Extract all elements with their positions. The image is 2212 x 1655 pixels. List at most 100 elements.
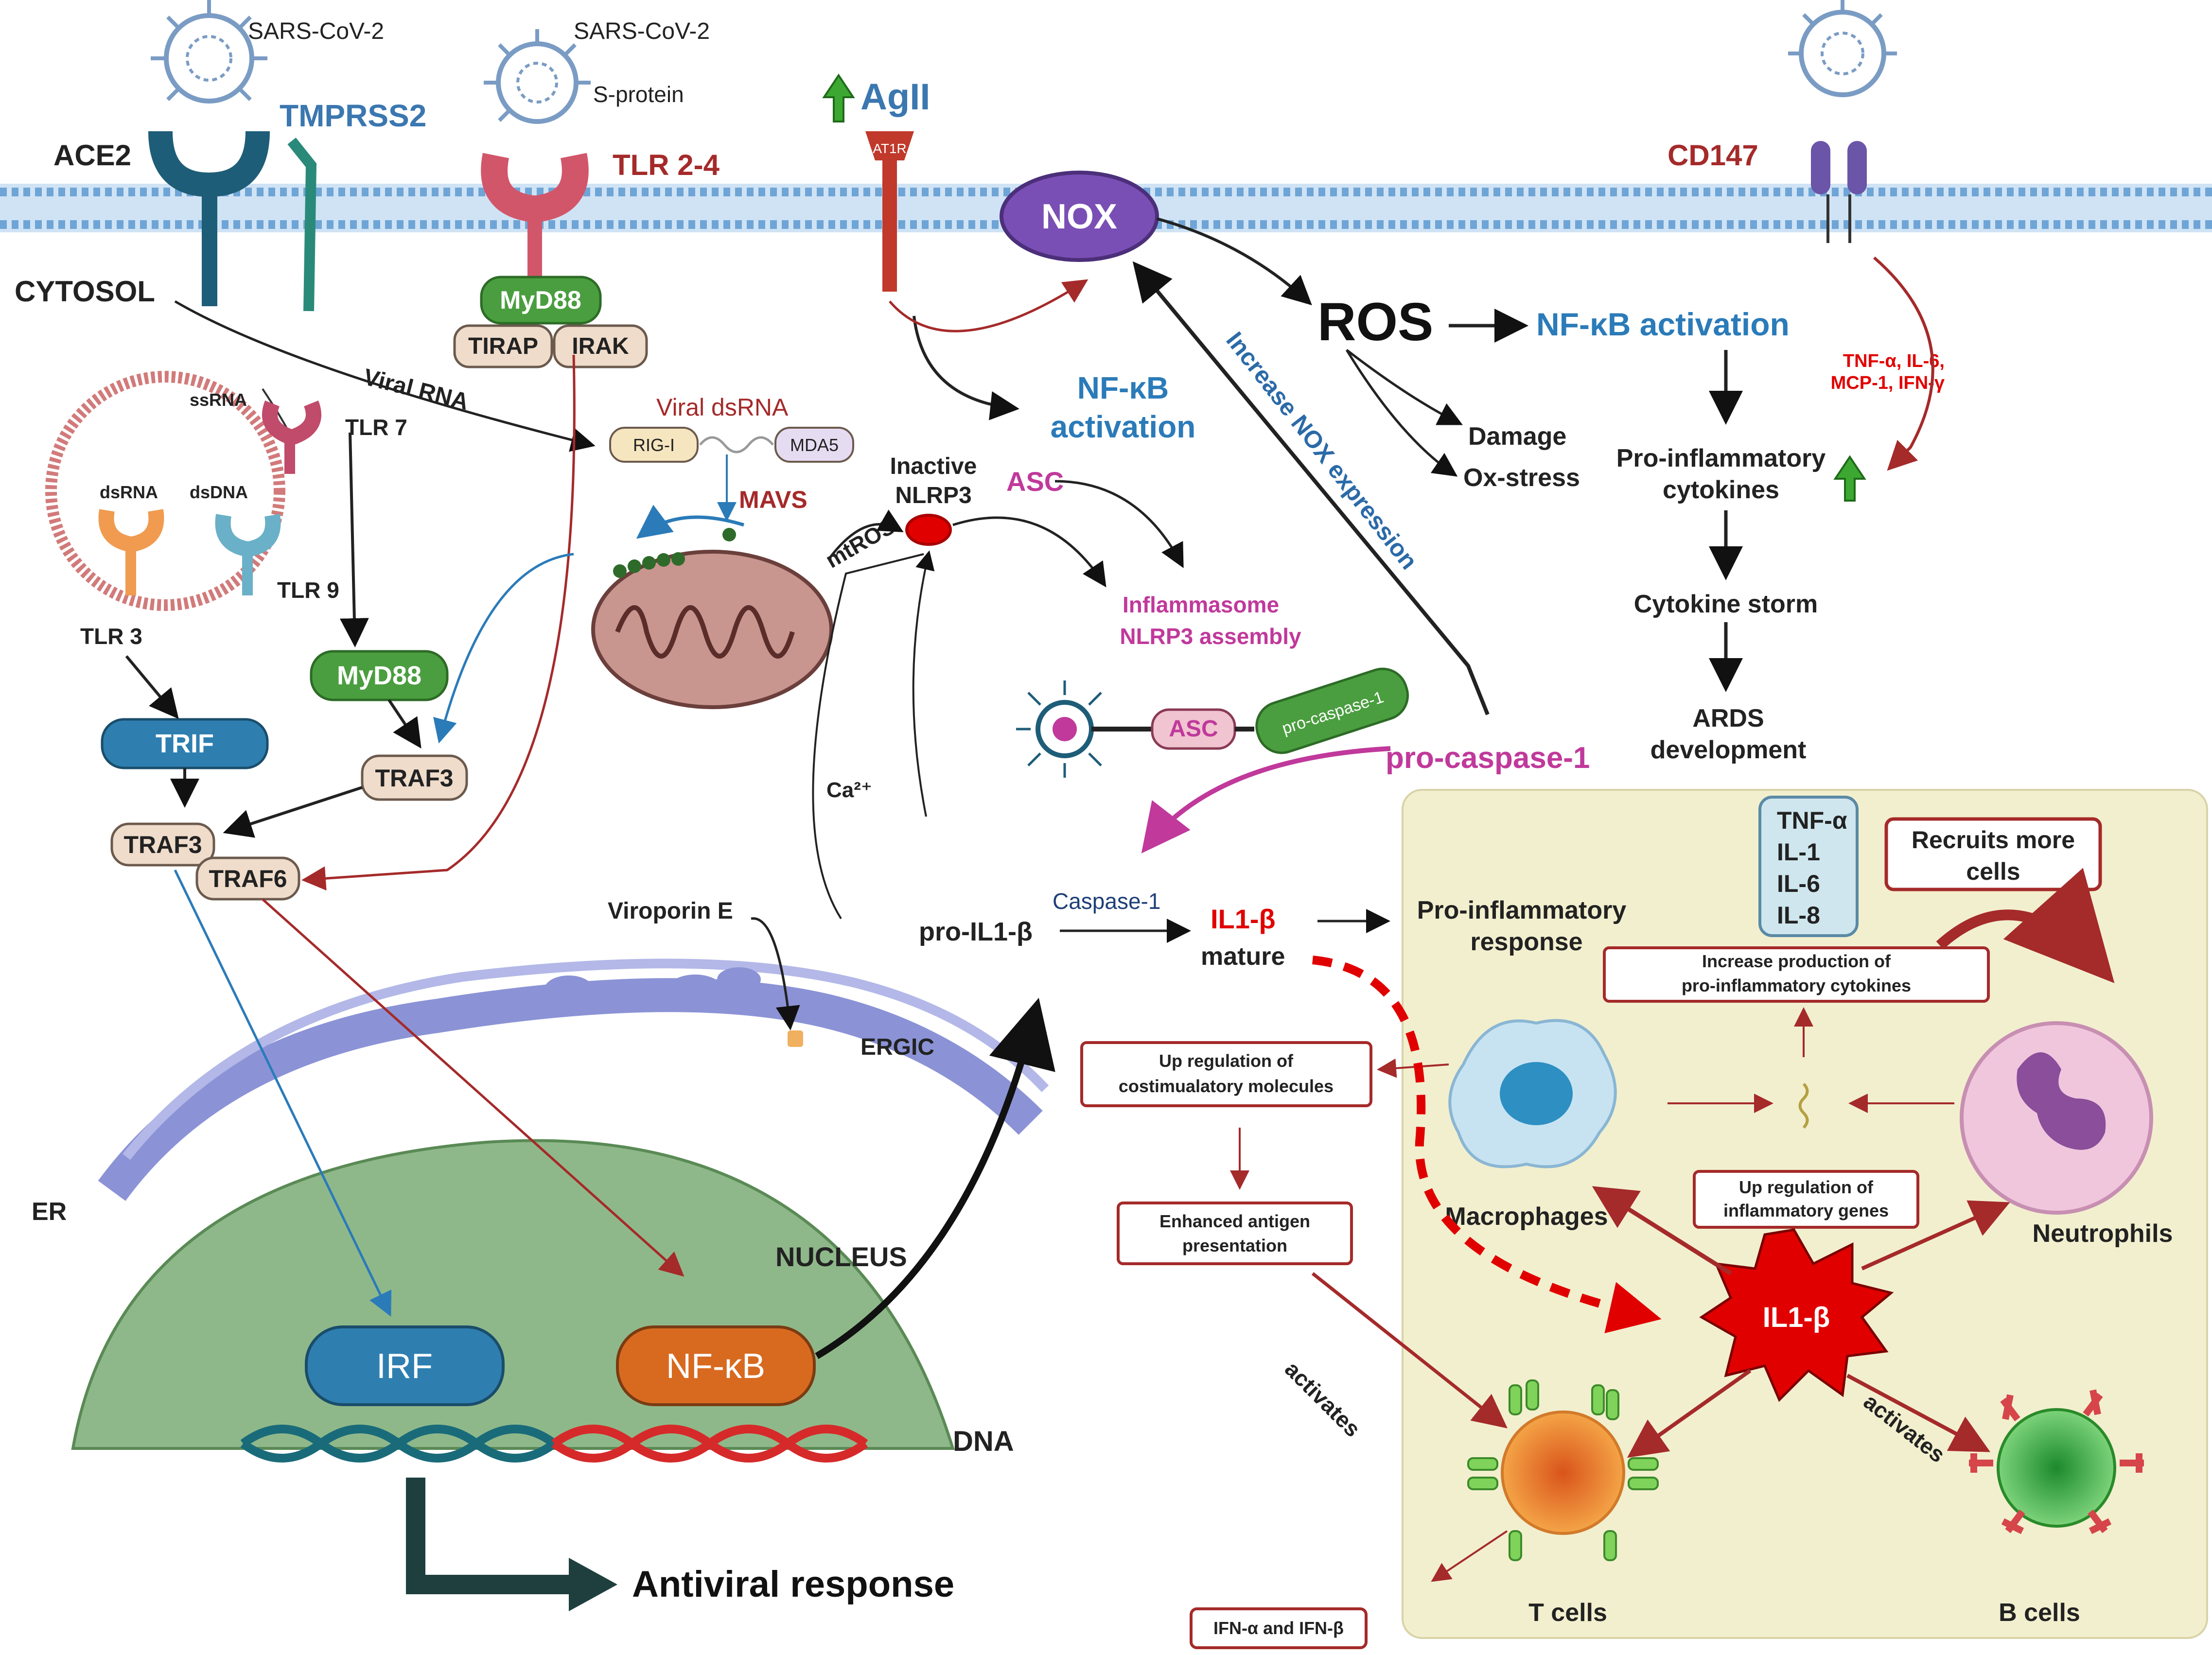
myd88-box (310, 650, 449, 701)
endoplasmic-reticulum (98, 958, 1049, 1201)
nfkb-activation-label: activation (1051, 409, 1196, 444)
myd88-box (480, 276, 602, 325)
irf-label: IRF (376, 1347, 433, 1386)
inflammasome-icon (1016, 680, 1152, 778)
upregulation-costim-box (1080, 1041, 1372, 1107)
ards-label: ARDS (1692, 704, 1764, 732)
ards-label: development (1650, 736, 1807, 764)
irak-box (553, 324, 648, 368)
dsrna-strand (699, 436, 774, 453)
inactive-nlrp3-label: NLRP3 (895, 483, 971, 508)
tirap-label: TIRAP (468, 333, 538, 359)
neutrophils-label: Neutrophils (2033, 1219, 2173, 1248)
nox-enzyme (1000, 171, 1159, 262)
rig-i-box (609, 427, 699, 463)
tlr7-receptor-icon (262, 401, 321, 474)
nucleus-label: NUCLEUS (775, 1241, 907, 1272)
pro-il1b-label: pro-IL1-β (919, 917, 1033, 946)
traf3-label: TRAF3 (123, 831, 202, 858)
cytokine-list-label: MCP-1, IFN-γ (1831, 373, 1945, 393)
viroporin-icon (788, 1030, 803, 1047)
tlr3-label: TLR 3 (80, 624, 142, 649)
activates-label: activates (1280, 1356, 1366, 1442)
increase-production-label: pro-inflammatory cytokines (1682, 976, 1911, 995)
ace2-receptor-icon (148, 131, 270, 306)
sars-cov2-label: SARS-CoV-2 (574, 18, 710, 44)
cytokine-storm-label: Cytokine storm (1634, 590, 1818, 618)
agii-label: AgII (860, 76, 930, 118)
pathway-arrows (125, 217, 2115, 1582)
tmprss2-icon (287, 138, 317, 312)
at1r-label: AT1R (873, 141, 907, 156)
er-label: ER (32, 1198, 67, 1226)
virus-icon (1788, 0, 1897, 97)
tlr3-receptor-icon (98, 509, 164, 595)
tirap-box (453, 324, 553, 368)
upregulation-costim-label: Up regulation of (1159, 1051, 1294, 1071)
ca2-label: Ca²⁺ (826, 778, 872, 802)
cd147-label: CD147 (1668, 139, 1758, 172)
traf3-box (110, 822, 215, 867)
dna-helix (240, 1425, 868, 1463)
myd88-label: MyD88 (337, 661, 421, 690)
ros-label: ROS (1317, 292, 1433, 352)
virus-icon (151, 0, 267, 104)
enhanced-antigen-label: Enhanced antigen (1159, 1211, 1310, 1231)
nfkb-activation-label: NF-κB activation (1536, 306, 1790, 342)
cytokine-item: TNF-α (1777, 807, 1847, 834)
tlr7-label: TLR 7 (345, 415, 407, 440)
b-cells-label: B cells (1999, 1599, 2080, 1627)
up-arrow-icon (1833, 455, 1866, 502)
inactive-nlrp3-label: Inactive (890, 453, 977, 479)
inflammasome-label: Inflammasome (1123, 592, 1279, 617)
oxstress-label: Ox-stress (1463, 464, 1580, 492)
il1b-label: IL1-β (1211, 904, 1276, 934)
upregulation-inflam-label: inflammatory genes (1723, 1201, 1889, 1220)
antiviral-response-label: Antiviral response (632, 1564, 954, 1605)
increase-production-box (1603, 946, 1990, 1003)
increase-nox-label: Increase NOX expression (1221, 327, 1422, 575)
inflammasome-label: NLRP3 assembly (1120, 624, 1301, 649)
nfkb-label: NF-κB (666, 1347, 765, 1386)
tlr9-label: TLR 9 (277, 577, 339, 603)
cytokine-item: IL-8 (1777, 902, 1820, 929)
rig-i-label: RIG-I (633, 435, 675, 455)
up-arrow-icon (822, 73, 855, 122)
recruits-label: cells (1966, 858, 2020, 885)
ace2-label: ACE2 (53, 139, 131, 172)
t-cell-icon (1467, 1379, 1659, 1561)
irak-label: IRAK (572, 333, 629, 359)
traf6-box (195, 856, 300, 901)
viral-dsrna-label: Viral dsRNA (656, 394, 789, 421)
cytokine-squiggle (1798, 1082, 1809, 1129)
proinflammatory-label: Pro-inflammatory (1616, 444, 1826, 472)
myd88-label: MyD88 (500, 286, 581, 314)
dsdna-label: dsDNA (190, 482, 248, 502)
ssrna-label: ssRNA (190, 390, 247, 410)
cytokine-item: IL-1 (1777, 838, 1820, 866)
endosome (45, 371, 293, 611)
il1b-starburst (1699, 1228, 1894, 1402)
increase-production-label: Increase production of (1702, 951, 1891, 971)
traf3-box (361, 754, 468, 801)
nfkb-activation-label: NF-κB (1077, 370, 1169, 405)
proinflammatory-label: cytokines (1663, 476, 1779, 504)
traf6-label: TRAF6 (209, 865, 287, 892)
pro-caspase-label: pro-caspase-1 (1386, 741, 1590, 775)
macrophages-label: Macrophages (1445, 1202, 1608, 1231)
mavs-label: MAVS (739, 486, 808, 513)
recruits-label: Recruits more (1912, 826, 2075, 854)
s-protein-label: S-protein (593, 82, 684, 107)
tmprss2-label: TMPRSS2 (280, 98, 426, 133)
dna-label: DNA (953, 1426, 1014, 1457)
neutrophil-icon (1960, 1021, 2153, 1215)
virus-icon (484, 29, 591, 124)
ifn-label: IFN-α and IFN-β (1213, 1618, 1344, 1638)
nucleus (71, 1139, 955, 1450)
tlr9-receptor-icon (215, 514, 281, 595)
cytokine-list-label: TNF-α, IL-6, (1843, 351, 1945, 371)
traf3-label: TRAF3 (375, 765, 453, 792)
upregulation-inflam-box (1693, 1170, 1919, 1229)
tlr24-receptor-icon (481, 153, 589, 277)
